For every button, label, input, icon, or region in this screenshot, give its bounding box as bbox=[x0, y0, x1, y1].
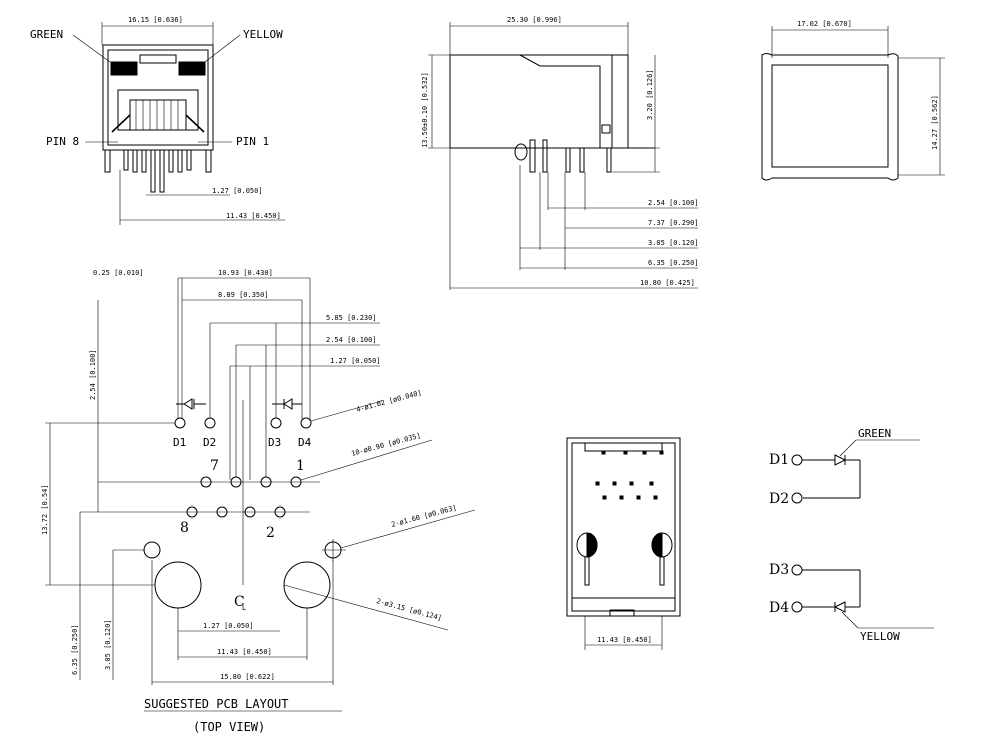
front-view: 16.15 [0.636] GREEN YELLOW bbox=[30, 16, 285, 225]
front-span-dim: 11.43 [0.450] bbox=[226, 212, 281, 220]
pcb-d1-label: D1 bbox=[173, 436, 186, 449]
pcb-d4-label: D4 bbox=[298, 436, 312, 449]
pcb-mount-big-dim: 2-ø3.15 [ø0.124] bbox=[375, 597, 442, 622]
top-view: 17.02 [0.670] 14.27 [0.562] bbox=[761, 20, 945, 181]
centerline-label: C bbox=[234, 594, 245, 610]
pcb-offset-dim: 0.25 [0.010] bbox=[93, 269, 144, 277]
pcb-v305-dim: 3.05 [0.120] bbox=[104, 619, 112, 670]
pcb-pin7-label: 7 bbox=[210, 458, 219, 474]
side-d1-dim: 2.54 [0.100] bbox=[648, 199, 699, 207]
side-view: 25.30 [0.996] 13.50±0.10 [0.532] 3.20 [0… bbox=[421, 16, 699, 290]
top-width-dim: 17.02 [0.670] bbox=[797, 20, 852, 28]
top-height-dim: 14.27 [0.562] bbox=[931, 95, 939, 150]
side-d2-dim: 7.37 [0.290] bbox=[648, 219, 699, 227]
pcb-w889-dim: 8.89 [0.350] bbox=[218, 291, 269, 299]
pcb-w1093-dim: 10.93 [0.430] bbox=[218, 269, 273, 277]
pcb-subtitle: (TOP VIEW) bbox=[193, 720, 265, 734]
pcb-h1580-dim: 15.80 [0.622] bbox=[220, 673, 275, 681]
side-d4-dim: 6.35 [0.250] bbox=[648, 259, 699, 267]
schem-d4-label: D4 bbox=[769, 600, 789, 616]
side-pin-dim: 3.20 [0.126] bbox=[646, 69, 654, 120]
bottom-view: 11.43 [0.450] bbox=[566, 437, 681, 650]
schem-d3-label: D3 bbox=[769, 562, 789, 578]
led-schematic: D1 D2 GREEN D3 D4 YELLOW bbox=[769, 427, 934, 643]
centerline-sub-label: L bbox=[242, 604, 246, 612]
pcb-layout: 0.25 [0.010] 10.93 [0.430] 8.89 [0.350] … bbox=[41, 269, 476, 734]
schem-yellow-label: YELLOW bbox=[860, 630, 900, 643]
pcb-title: SUGGESTED PCB LAYOUT bbox=[144, 697, 289, 711]
pcb-w254-dim: 2.54 [0.100] bbox=[326, 336, 377, 344]
pcb-pin2-label: 2 bbox=[266, 525, 275, 541]
pcb-mount-small-dim: 2-ø1.60 [ø0.063] bbox=[390, 504, 457, 529]
side-d5-dim: 10.80 [0.425] bbox=[640, 279, 695, 287]
pin8-label: PIN 8 bbox=[46, 135, 79, 148]
pcb-h1143-dim: 11.43 [0.450] bbox=[217, 648, 272, 656]
pcb-d2-label: D2 bbox=[203, 436, 216, 449]
schem-d2-label: D2 bbox=[769, 491, 789, 507]
pcb-led-holes-dim: 4-ø1.02 [ø0.040] bbox=[355, 389, 422, 414]
pcb-pin8-label: 8 bbox=[180, 520, 189, 536]
schem-green-label: GREEN bbox=[858, 427, 891, 440]
pcb-h127-dim: 1.27 [0.050] bbox=[203, 622, 254, 630]
pcb-w127-dim: 1.27 [0.050] bbox=[330, 357, 381, 365]
pcb-v1372-dim: 13.72 [0.54] bbox=[41, 484, 49, 535]
side-height-dim: 13.50±0.10 [0.532] bbox=[421, 72, 429, 148]
side-length-dim: 25.30 [0.996] bbox=[507, 16, 562, 24]
green-label: GREEN bbox=[30, 28, 63, 41]
pcb-w585-dim: 5.85 [0.230] bbox=[326, 314, 377, 322]
pin1-label: PIN 1 bbox=[236, 135, 269, 148]
pcb-d3-label: D3 bbox=[268, 436, 281, 449]
front-pitch-dim: 1.27 [0.050] bbox=[212, 187, 263, 195]
yellow-label: YELLOW bbox=[243, 28, 283, 41]
bottom-span-dim: 11.43 [0.450] bbox=[597, 636, 652, 644]
pcb-v635-dim: 6.35 [0.250] bbox=[71, 624, 79, 675]
front-width-dim: 16.15 [0.636] bbox=[128, 16, 183, 24]
side-d3-dim: 3.05 [0.120] bbox=[648, 239, 699, 247]
pcb-pin1-label: 1 bbox=[296, 458, 305, 474]
schem-d1-label: D1 bbox=[769, 452, 789, 468]
pcb-v254-dim: 2.54 [0.100] bbox=[89, 349, 97, 400]
